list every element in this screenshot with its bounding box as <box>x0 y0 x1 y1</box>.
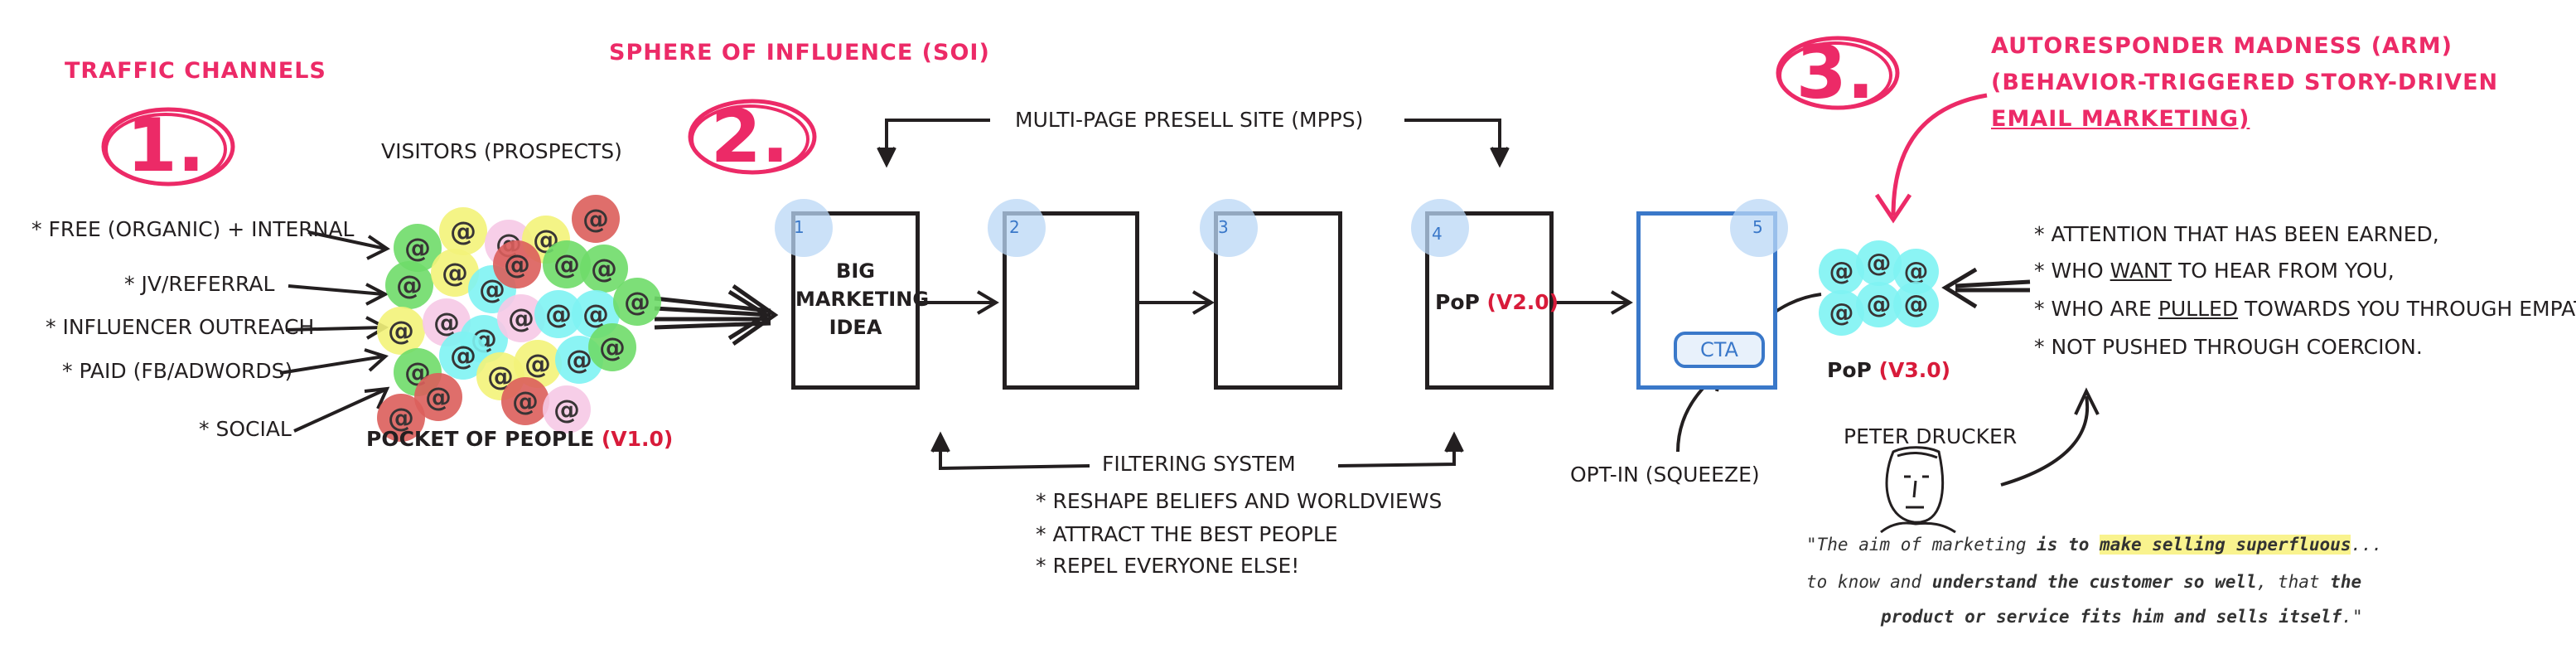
person-dot: @ <box>588 323 636 371</box>
quote-highlight: make selling superfluous <box>2100 535 2351 555</box>
page-1-number: 1 <box>794 217 805 237</box>
step-number-3: 3. <box>1795 30 1875 115</box>
person-dot: @ <box>613 278 661 326</box>
quote-1d: ... <box>2351 535 2383 555</box>
page-1-text-line-3: IDEA <box>829 316 882 339</box>
page-1-marker-icon <box>775 199 833 257</box>
person-dot: @ <box>377 307 425 355</box>
attention-line-2-pre: * WHO <box>2034 259 2110 283</box>
filtering-item-2: * ATTRACT THE BEST PEOPLE <box>1036 522 1338 546</box>
page-1-text-line-1: BIG <box>836 259 875 283</box>
person-dot: @ <box>385 261 433 309</box>
traffic-source-influencer: * INFLUENCER OUTREACH <box>46 315 315 339</box>
quote-line-1: "The aim of marketing is to make selling… <box>1806 535 2382 555</box>
filtering-system-title: FILTERING SYSTEM <box>1102 452 1296 476</box>
pop-v3-version: (V3.0) <box>1878 358 1951 382</box>
page-4-marker-icon <box>1411 199 1469 257</box>
arm-heading-line-1: AUTORESPONDER MADNESS (ARM) <box>1991 33 2453 59</box>
step-number-2: 2. <box>710 94 790 179</box>
mpps-label: MULTI-PAGE PRESELL SITE (MPPS) <box>1015 108 1364 132</box>
page-4-pop-text: PoP <box>1435 290 1480 314</box>
cta-label: CTA <box>1700 338 1738 361</box>
attention-line-1: * ATTENTION THAT HAS BEEN EARNED, <box>2034 222 2439 246</box>
step-number-1: 1. <box>126 103 205 188</box>
attention-line-2-post: TO HEAR FROM YOU, <box>2172 259 2395 283</box>
pocket-of-people-label: POCKET OF PEOPLE (V1.0) <box>366 427 673 451</box>
quote-1c <box>2089 535 2100 555</box>
person-dot: @ <box>543 385 591 434</box>
attention-line-3-pre: * WHO ARE <box>2034 297 2158 321</box>
person-dot: @ <box>377 394 425 442</box>
sphere-of-influence-heading: SPHERE OF INFLUENCE (SOI) <box>609 40 990 65</box>
attention-line-3-pulled: PULLED <box>2158 297 2239 321</box>
arm-heading-line-3: EMAIL MARKETING) <box>1991 106 2250 132</box>
attention-line-2-want: WANT <box>2110 259 2172 283</box>
traffic-source-social: * SOCIAL <box>199 417 292 441</box>
pocket-label-text: POCKET OF PEOPLE <box>366 427 595 451</box>
attention-line-3-post: TOWARDS YOU THROUGH EMPATHY, <box>2245 297 2576 321</box>
person-dot: @ <box>572 195 620 243</box>
pocket-version: (V1.0) <box>601 427 674 451</box>
pop-v3-text: PoP <box>1827 358 1872 382</box>
page-5-marker-icon <box>1730 199 1788 257</box>
quote-2c: , that <box>2256 572 2331 592</box>
quote-2d: the <box>2330 572 2362 592</box>
quote-2a: to know and <box>1806 572 1932 592</box>
filtering-item-1: * RESHAPE BELIEFS AND WORLDVIEWS <box>1036 489 1443 513</box>
person-dot: @ <box>439 207 487 255</box>
person-dot: @ <box>1856 282 1902 327</box>
page-1-text: BIG MARKETING IDEA <box>795 257 930 342</box>
quote-1a: "The aim of marketing <box>1806 535 2037 555</box>
person-dot: @ <box>1893 282 1939 327</box>
traffic-source-jv: * JV/REFERRAL <box>124 272 275 296</box>
quote-2b: understand the customer so well <box>1931 572 2257 592</box>
visitors-label: VISITORS (PROSPECTS) <box>381 139 622 163</box>
quote-line-2: to know and understand the customer so w… <box>1806 572 2361 592</box>
page-4-number: 4 <box>1432 224 1443 244</box>
pocket-of-people-cluster: @@@@@@@@@@@@@@@@@@@@@@@@@@@@ <box>377 191 692 442</box>
pop-v3-cluster: @@@@@@ <box>1819 224 1951 356</box>
peter-drucker-face-icon <box>1880 446 1956 534</box>
attention-line-3: * WHO ARE PULLED TOWARDS YOU THROUGH EMP… <box>2034 297 2576 321</box>
arm-heading-line-2: (BEHAVIOR-TRIGGERED STORY-DRIVEN <box>1991 70 2499 95</box>
pop-v3-label: PoP (V3.0) <box>1827 358 1950 382</box>
opt-in-label: OPT-IN (SQUEEZE) <box>1570 463 1760 487</box>
attention-line-2: * WHO WANT TO HEAR FROM YOU, <box>2034 259 2395 283</box>
page-1-text-line-2: MARKETING <box>795 288 930 311</box>
filtering-item-3: * REPEL EVERYONE ELSE! <box>1036 554 1300 578</box>
page-5-number: 5 <box>1752 217 1763 237</box>
peter-drucker-name: PETER DRUCKER <box>1844 424 2018 448</box>
person-dot: @ <box>414 373 462 421</box>
page-2-marker-icon <box>988 199 1046 257</box>
traffic-source-paid: * PAID (FB/ADWORDS) <box>62 359 293 383</box>
page-3-marker-icon <box>1200 199 1258 257</box>
quote-3b: ." <box>2342 607 2363 627</box>
quote-line-3: product or service fits him and sells it… <box>1881 607 2363 627</box>
page-4-pop-version: (V2.0) <box>1486 290 1559 314</box>
quote-1b: is to <box>2037 535 2090 555</box>
quote-3a: product or service fits him and sells it… <box>1881 607 2342 627</box>
person-dot: @ <box>493 240 541 288</box>
page-4-pop-label: PoP (V2.0) <box>1435 290 1559 314</box>
person-dot: @ <box>1819 249 1864 294</box>
traffic-source-free: * FREE (ORGANIC) + INTERNAL <box>31 217 355 241</box>
attention-line-4: * NOT PUSHED THROUGH COERCION. <box>2034 335 2423 359</box>
traffic-channels-heading: TRAFFIC CHANNELS <box>65 58 326 84</box>
page-2-number: 2 <box>1009 217 1020 237</box>
person-dot: @ <box>501 377 549 425</box>
page-3-number: 3 <box>1218 217 1229 237</box>
cta-button[interactable]: CTA <box>1674 332 1765 368</box>
